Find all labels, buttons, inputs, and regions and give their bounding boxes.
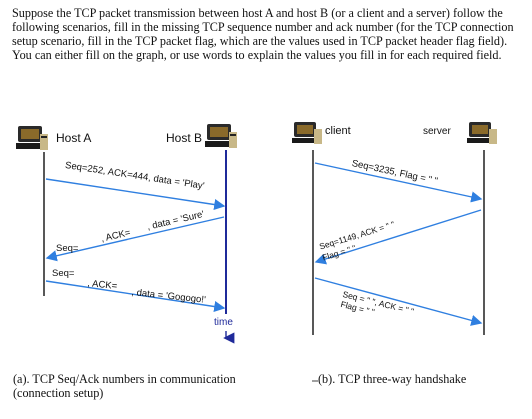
- caption-b: (b). TCP three-way handshake: [318, 372, 467, 386]
- host-a-label: Host A: [56, 131, 92, 145]
- msg2-seq-label: Seq=: [56, 243, 79, 254]
- msg3-seq-label: Seq=: [52, 268, 75, 279]
- computer-icon: [292, 122, 322, 144]
- caption-a-line2: (connection setup): [13, 386, 104, 400]
- caption-a-line1: (a). TCP Seq/Ack numbers in communicatio…: [13, 372, 236, 386]
- host-b-label: Host B: [166, 131, 203, 145]
- computer-icon: [16, 126, 48, 150]
- time-label: time: [214, 317, 233, 328]
- client-label: client: [325, 125, 351, 137]
- server-label: server: [423, 126, 451, 137]
- computer-icon: [467, 122, 497, 144]
- computer-icon: [205, 124, 237, 148]
- instructions-text: Suppose the TCP packet transmission betw…: [12, 6, 514, 62]
